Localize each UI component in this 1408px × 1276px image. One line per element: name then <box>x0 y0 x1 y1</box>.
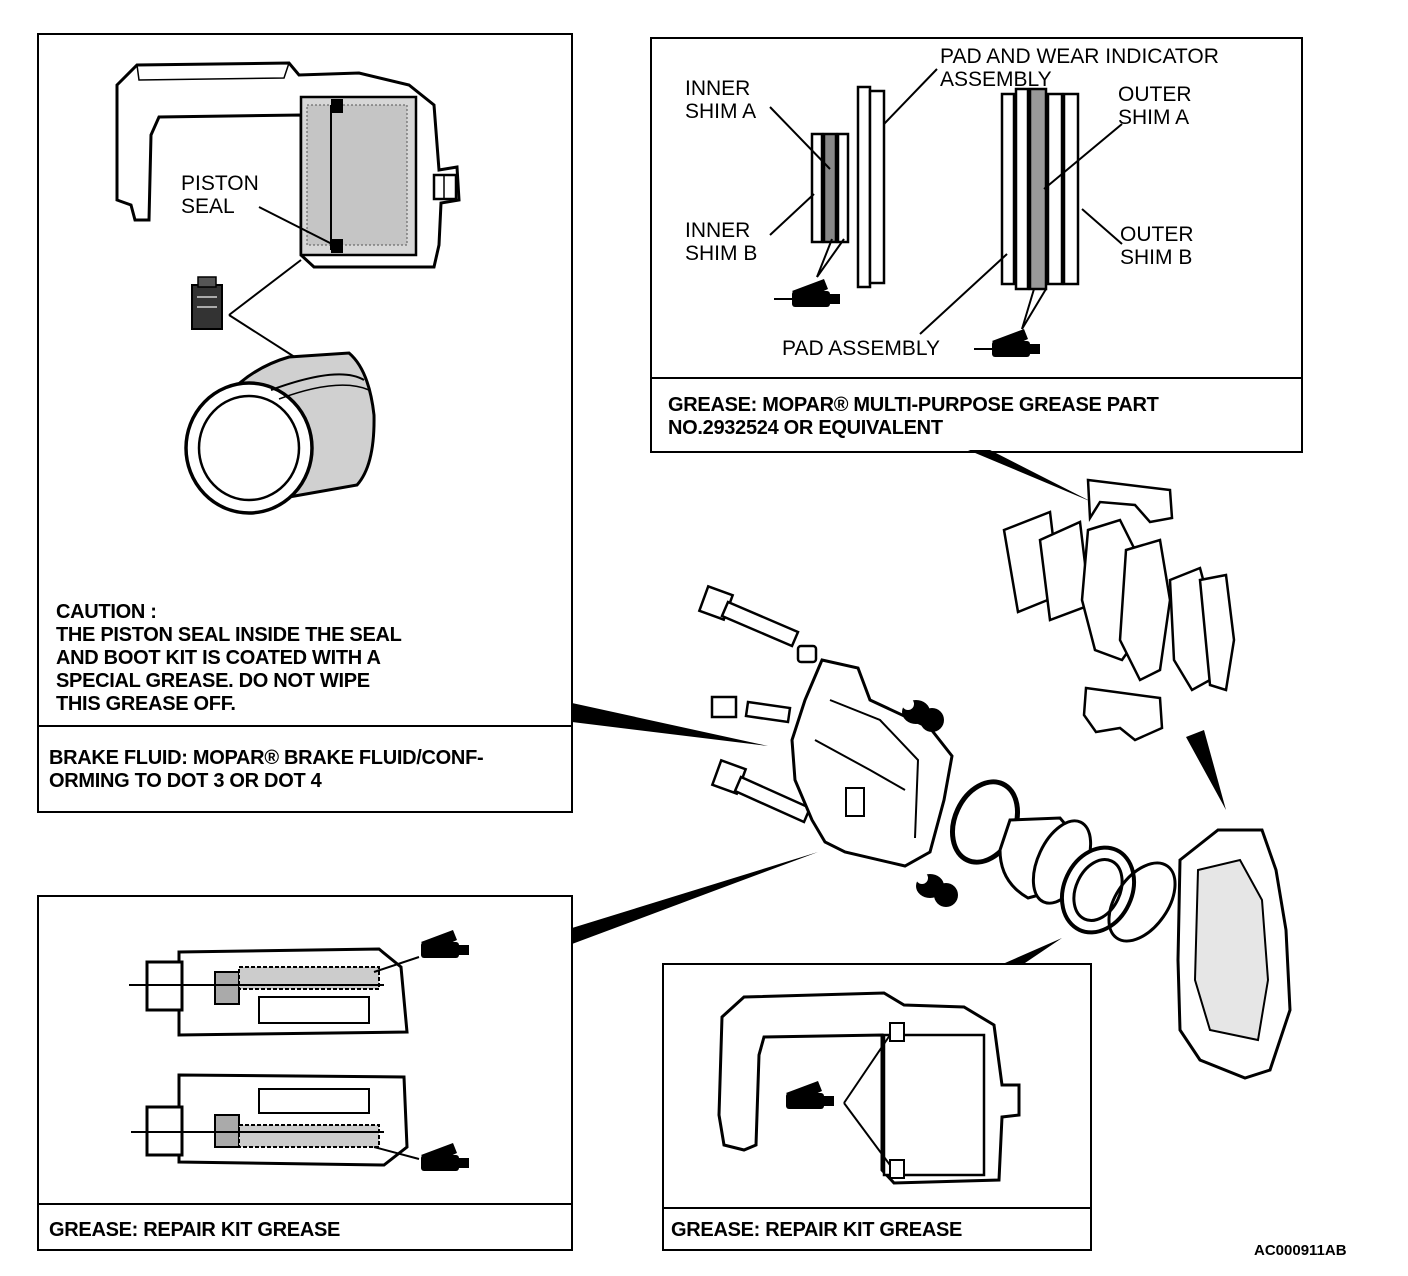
grease-tube-icon <box>974 329 1040 357</box>
label-line: INNER <box>685 219 751 242</box>
pad-wear-indicator-label: PAD AND WEAR INDICATOR ASSEMBLY <box>940 45 1219 91</box>
grease-tube-icon <box>774 279 840 307</box>
pointer-wedge <box>1186 730 1226 810</box>
inner-shim-a-label: INNER SHIM A <box>685 77 756 123</box>
outer-shim-b-label: OUTER SHIM B <box>1120 223 1194 269</box>
label-line: SHIM A <box>685 100 757 123</box>
grease-tube-icon <box>786 1081 834 1109</box>
pin-boot-lower <box>916 872 958 907</box>
pad-stack <box>1002 510 1236 692</box>
panel-divider <box>39 725 571 727</box>
note-line: ORMING TO DOT 3 OR DOT 4 <box>49 770 322 792</box>
guide-bolt-upper <box>697 584 818 664</box>
pointer-wedge <box>1005 938 1062 963</box>
caliper-grease-note: GREASE: REPAIR KIT GREASE <box>671 1219 963 1241</box>
panel-divider <box>652 377 1301 379</box>
caution-line: THE PISTON SEAL INSIDE THE SEAL <box>56 624 402 646</box>
label-line: ASSEMBLY <box>940 68 1052 91</box>
note-line: GREASE: MOPAR® MULTI-PURPOSE GREASE PART <box>668 394 1159 416</box>
caution-line: THIS GREASE OFF. <box>56 693 236 715</box>
label-line: OUTER <box>1120 223 1194 246</box>
pointer-wedge <box>572 703 768 746</box>
guide-pin-illustration <box>129 930 469 1171</box>
label-line: SHIM B <box>1120 246 1193 269</box>
label-line: SEAL <box>181 195 235 218</box>
note-line: NO.2932524 OR EQUIVALENT <box>668 417 943 439</box>
caution-text: CAUTION : THE PISTON SEAL INSIDE THE SEA… <box>56 601 402 716</box>
piston-seal-label: PISTON SEAL <box>181 172 259 218</box>
figure-code: AC000911AB <box>1254 1242 1347 1259</box>
caliper-grease-panel: GREASE: REPAIR KIT GREASE <box>662 963 1092 1251</box>
label-line: PAD AND WEAR INDICATOR <box>940 45 1219 68</box>
pad-assembly-label: PAD ASSEMBLY <box>782 337 940 360</box>
guide-pin-panel: GREASE: REPAIR KIT GREASE <box>37 895 573 1251</box>
caution-line: AND BOOT KIT IS COATED WITH A <box>56 647 381 669</box>
label-line: SHIM B <box>685 242 758 265</box>
panel-divider <box>39 1203 571 1205</box>
label-line: OUTER <box>1118 83 1192 106</box>
grease-part-note: GREASE: MOPAR® MULTI-PURPOSE GREASE PART… <box>668 394 1159 440</box>
grease-tube-icon <box>421 1143 469 1171</box>
outer-shim-a-label: OUTER SHIM A <box>1118 83 1192 129</box>
brake-fluid-note: BRAKE FLUID: MOPAR® BRAKE FLUID/CONF- OR… <box>49 747 484 793</box>
pointer-wedge <box>968 450 1092 502</box>
note-line: BRAKE FLUID: MOPAR® BRAKE FLUID/CONF- <box>49 747 484 769</box>
pointer-wedge <box>572 852 818 944</box>
pin-boot-upper <box>902 698 944 732</box>
pad-shim-panel: PAD AND WEAR INDICATOR ASSEMBLY INNER SH… <box>650 37 1303 453</box>
label-line: SHIM A <box>1118 106 1190 129</box>
label-line: PISTON <box>181 172 259 195</box>
label-line: INNER <box>685 77 751 100</box>
pad-shim-illustration <box>769 68 1123 357</box>
inner-shim-b-label: INNER SHIM B <box>685 219 757 265</box>
panel-divider <box>664 1207 1090 1209</box>
guide-bolt-lower <box>710 758 812 824</box>
piston-seal-panel: PISTON SEAL CAUTION : THE PISTON SEAL IN… <box>37 33 573 813</box>
grease-tube-icon <box>421 930 469 958</box>
caliper-piston-illustration <box>115 61 461 515</box>
caution-line: SPECIAL GREASE. DO NOT WIPE <box>56 670 370 692</box>
caliper-grease-illustration <box>717 991 1021 1185</box>
caution-line: CAUTION : <box>56 601 157 623</box>
pin-grease-note: GREASE: REPAIR KIT GREASE <box>49 1219 341 1241</box>
